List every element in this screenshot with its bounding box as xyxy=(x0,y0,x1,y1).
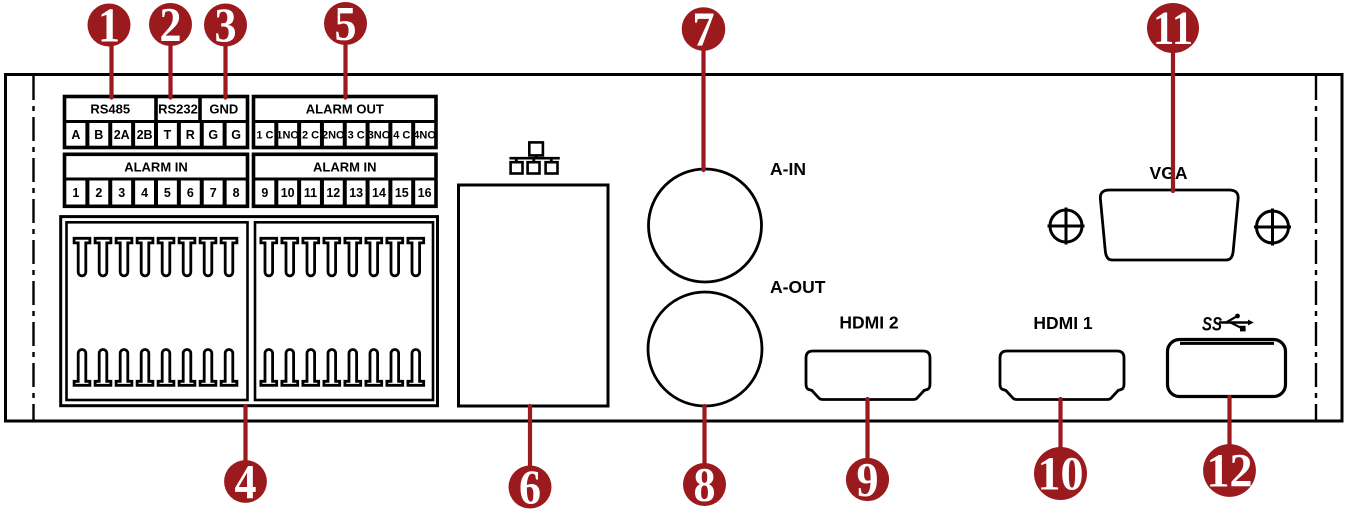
svg-text:9: 9 xyxy=(857,452,879,507)
svg-text:7: 7 xyxy=(693,1,715,56)
svg-text:3: 3 xyxy=(118,186,125,200)
svg-text:G: G xyxy=(231,128,241,142)
svg-text:VGA: VGA xyxy=(1150,163,1188,183)
svg-text:11: 11 xyxy=(1153,2,1193,55)
svg-text:14: 14 xyxy=(372,186,386,200)
svg-text:1: 1 xyxy=(98,0,120,52)
svg-text:2: 2 xyxy=(95,186,102,200)
svg-text:HDMI 2: HDMI 2 xyxy=(839,313,899,333)
svg-text:ALARM IN: ALARM IN xyxy=(313,159,377,174)
svg-text:4: 4 xyxy=(141,186,148,200)
svg-text:11: 11 xyxy=(304,186,317,200)
svg-text:ALARM IN: ALARM IN xyxy=(124,159,188,174)
svg-text:9: 9 xyxy=(261,186,268,200)
svg-text:6: 6 xyxy=(187,186,194,200)
svg-text:T: T xyxy=(164,128,172,142)
svg-text:1: 1 xyxy=(72,186,79,200)
svg-text:3: 3 xyxy=(215,0,237,52)
svg-text:GND: GND xyxy=(209,102,238,117)
svg-text:12: 12 xyxy=(326,186,340,200)
svg-text:HDMI 1: HDMI 1 xyxy=(1033,313,1093,333)
svg-text:A-IN: A-IN xyxy=(770,159,806,179)
svg-text:2NO: 2NO xyxy=(322,130,345,142)
svg-text:7: 7 xyxy=(210,186,217,200)
svg-text:4 C: 4 C xyxy=(393,130,410,142)
svg-text:3 C: 3 C xyxy=(348,130,365,142)
svg-text:16: 16 xyxy=(418,186,432,200)
svg-text:A: A xyxy=(71,128,80,142)
svg-text:13: 13 xyxy=(349,186,363,200)
svg-text:12: 12 xyxy=(1207,445,1253,498)
svg-text:B: B xyxy=(94,128,103,142)
svg-text:1NO: 1NO xyxy=(276,130,299,142)
svg-text:3NO: 3NO xyxy=(368,130,391,142)
svg-text:ALARM OUT: ALARM OUT xyxy=(306,102,384,117)
svg-text:G: G xyxy=(208,128,218,142)
svg-text:4NO: 4NO xyxy=(413,130,436,142)
svg-text:2B: 2B xyxy=(137,128,153,142)
svg-text:4: 4 xyxy=(235,454,257,509)
svg-text:1 C: 1 C xyxy=(256,130,273,142)
svg-text:5: 5 xyxy=(335,0,357,51)
svg-text:RS232: RS232 xyxy=(158,102,198,117)
svg-text:2: 2 xyxy=(160,0,182,52)
svg-text:8: 8 xyxy=(694,457,716,512)
svg-text:A-OUT: A-OUT xyxy=(770,277,826,297)
svg-text:10: 10 xyxy=(1038,448,1084,501)
svg-text:SS: SS xyxy=(1202,315,1222,336)
svg-text:6: 6 xyxy=(519,459,541,513)
svg-text:R: R xyxy=(186,128,195,142)
svg-text:RS485: RS485 xyxy=(90,102,130,117)
svg-text:2A: 2A xyxy=(114,128,130,142)
svg-text:10: 10 xyxy=(281,186,295,200)
svg-text:5: 5 xyxy=(164,186,171,200)
svg-text:8: 8 xyxy=(233,186,240,200)
svg-text:15: 15 xyxy=(395,186,409,200)
svg-text:2 C: 2 C xyxy=(302,130,319,142)
